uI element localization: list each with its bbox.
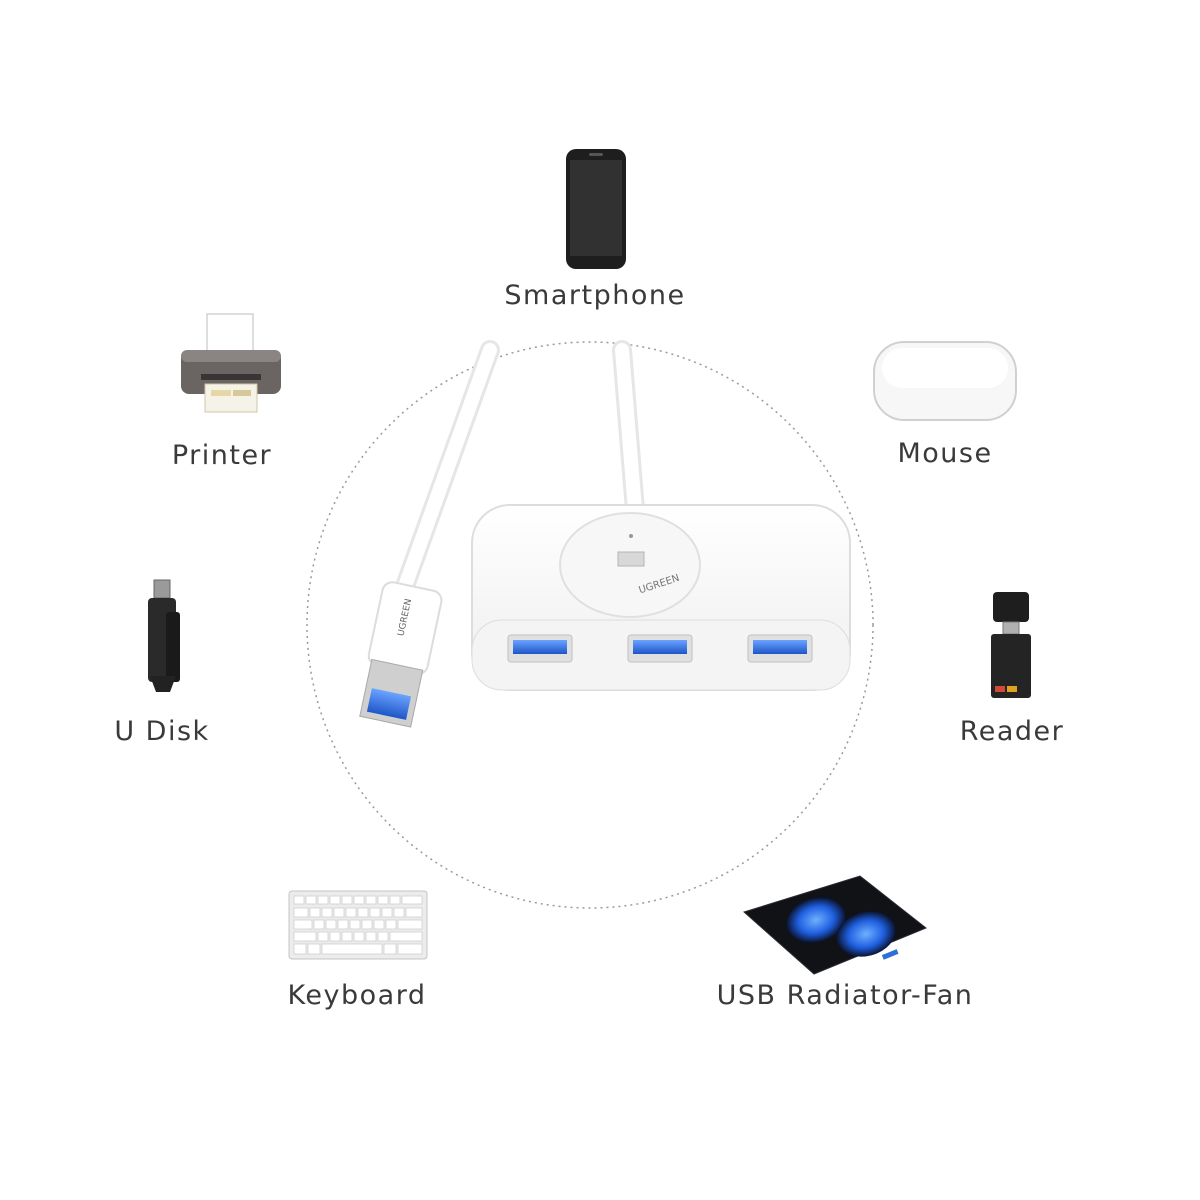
keyboard-icon [288,890,428,960]
label-keyboard: Keyboard [287,980,427,1011]
label-u-disk: U Disk [114,716,210,747]
printer-icon [181,313,281,413]
label-mouse: Mouse [897,438,993,469]
usb-plug: UGREEN [359,581,443,728]
card-reader-icon [991,592,1031,698]
mouse-icon [873,341,1017,421]
label-printer: Printer [171,440,273,471]
label-smartphone: Smartphone [504,280,686,311]
cooling-fan-pad-icon [743,875,927,975]
smartphone-icon [566,149,626,269]
usb-flash-drive-icon [148,579,180,692]
label-usb-radiator-fan: USB Radiator-Fan [716,980,974,1011]
label-reader: Reader [959,716,1065,747]
usb-hub: UGREEN UGREEN [359,340,851,728]
